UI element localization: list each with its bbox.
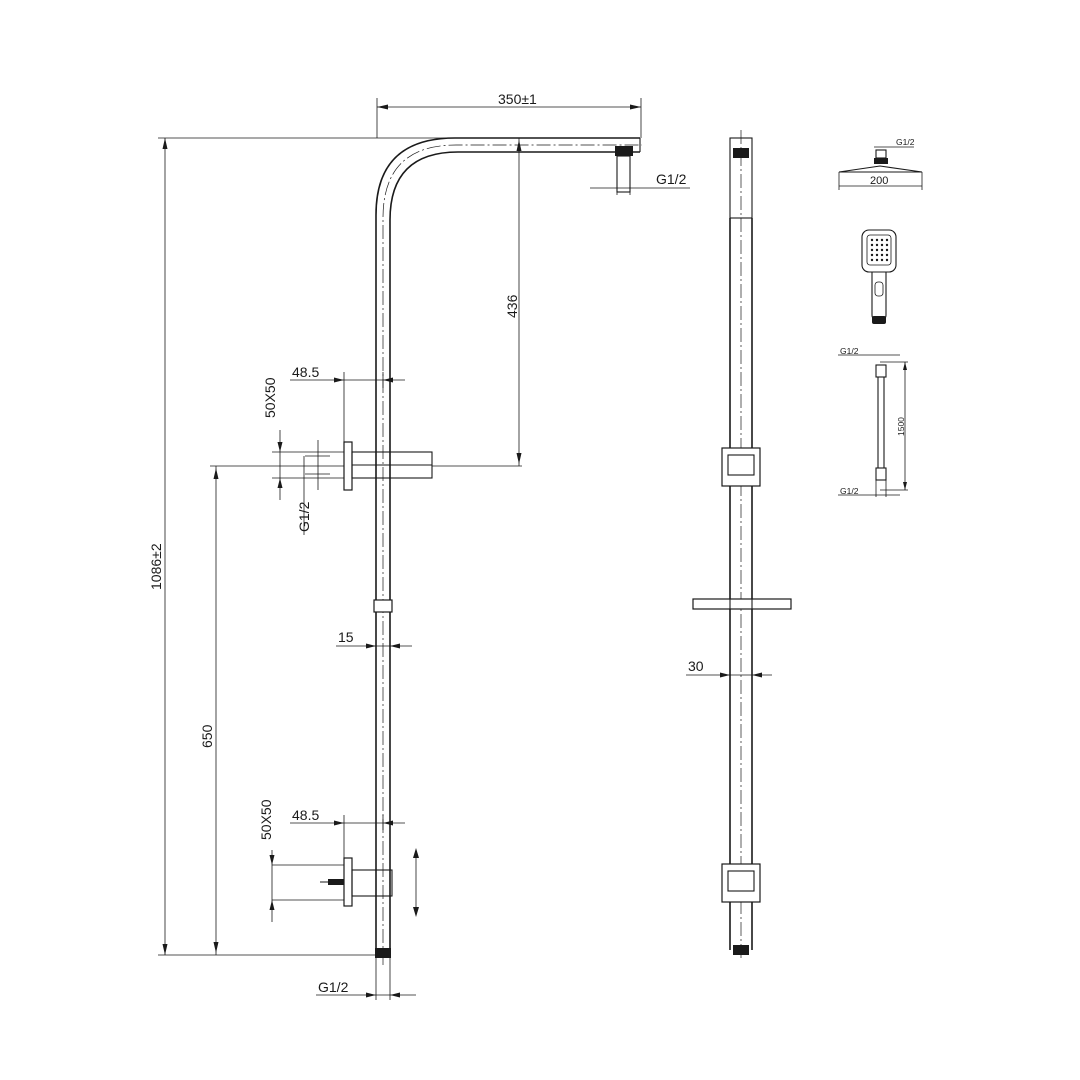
riser-centerline [382,144,642,965]
adjust-arrow [413,848,419,917]
dim-bracket-offset-bottom: 48.5 [292,807,319,823]
slider-connector [373,599,393,613]
dim-arm-width: 350±1 [498,91,537,107]
dim-hose-thread-bottom: G1/2 [840,486,859,496]
bottom-outlet [375,948,391,1000]
front-dimensions: 350±1 G1/2 436 48.5 50X50 G1/2 1086±2 [148,91,687,998]
side-view: 30 [686,130,792,960]
dim-outlet-thread-top: G1/2 [656,171,687,187]
shower-hose: G1/2 1500 G1/2 [838,346,908,497]
dim-rail-diameter: 15 [338,629,354,645]
dim-bracket-size-top: 50X50 [262,377,278,418]
dim-bracket-offset-top: 48.5 [292,364,319,380]
top-wall-bracket [272,440,433,491]
dim-inlet-thread-top: G1/2 [296,501,312,532]
arm-outlet [590,146,690,195]
dim-hose-thread-top: G1/2 [840,346,859,356]
dim-bracket-size-bottom: 50X50 [258,799,274,840]
hand-shower-nozzles [870,238,889,262]
hand-shower [861,229,897,324]
dim-side-rail-width: 30 [688,658,704,674]
bottom-wall-bracket [272,857,393,907]
riser-inner-line [389,151,640,955]
dim-bracket-spacing: 650 [199,724,215,748]
dim-head-diameter: 200 [870,175,888,187]
side-soap-shelf [692,598,792,610]
dim-inlet-thread-bottom: G1/2 [318,979,349,995]
dim-total-height: 1086±2 [148,543,164,590]
dim-hose-length: 1500 [896,417,906,436]
rain-shower-head: G1/2 200 [838,137,923,190]
riser-outer-line [375,137,640,955]
front-view [272,137,690,1000]
dim-arm-drop: 436 [504,294,520,318]
dim-head-thread: G1/2 [896,137,915,147]
